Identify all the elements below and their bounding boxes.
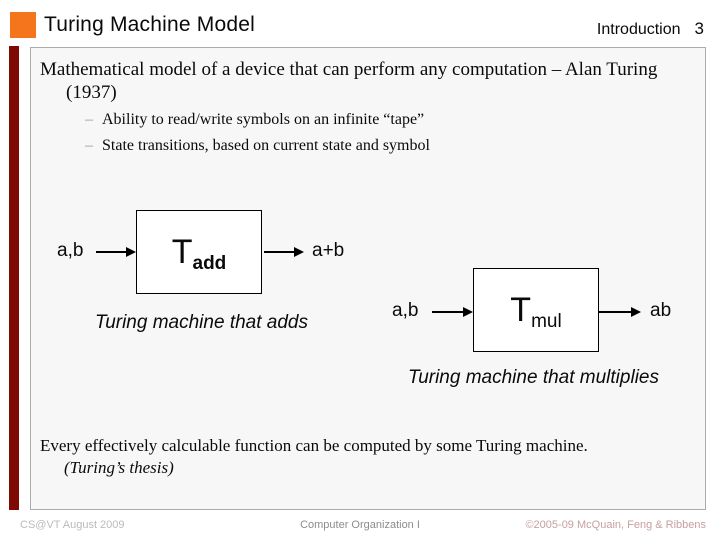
adder-box-label: T — [171, 233, 193, 271]
thesis-text-line1: Every effectively calculable function ca… — [40, 436, 588, 455]
multiplier-output-arrow — [599, 307, 641, 317]
header-section-page: Introduction 3 — [597, 19, 704, 39]
section-label: Introduction — [596, 21, 681, 38]
page-number: 3 — [694, 19, 704, 38]
adder-output-label: a+b — [312, 240, 345, 261]
adder-box-subscript: add — [192, 253, 227, 274]
bullet-dash: – — [85, 137, 93, 154]
bullet-text: State transitions, based on current stat… — [102, 137, 430, 154]
left-accent-bar — [9, 46, 19, 510]
intro-text-line2: (1937) — [66, 82, 117, 103]
title-bullet-square — [10, 12, 36, 38]
bullet-item: –State transitions, based on current sta… — [85, 137, 430, 155]
intro-text-line1: Mathematical model of a device that can … — [40, 59, 658, 80]
thesis-text-line2: (Turing’s thesis) — [64, 458, 174, 477]
adder-output-arrow — [264, 247, 304, 257]
footer-copyright: ©2005-09 McQuain, Feng & Ribbens — [525, 519, 706, 531]
bullet-item: –Ability to read/write symbols on an inf… — [85, 111, 424, 129]
adder-input-arrow — [96, 247, 136, 257]
bullet-dash: – — [85, 111, 93, 128]
footer-course-name: Computer Organization I — [300, 519, 420, 531]
multiplier-input-label: a,b — [392, 300, 419, 321]
adder-input-label: a,b — [57, 240, 84, 261]
page-title: Turing Machine Model — [44, 13, 255, 36]
adder-caption: Turing machine that adds — [95, 312, 308, 333]
multiplier-caption: Turing machine that multiplies — [408, 367, 659, 388]
multiplier-output-label: ab — [650, 300, 672, 321]
footer-course-date: CS@VT August 2009 — [20, 519, 125, 531]
bullet-text: Ability to read/write symbols on an infi… — [102, 111, 425, 128]
multiplier-input-arrow — [432, 307, 473, 317]
multiplier-box-label: T — [510, 291, 532, 329]
multiplier-box-subscript: mul — [531, 311, 562, 332]
